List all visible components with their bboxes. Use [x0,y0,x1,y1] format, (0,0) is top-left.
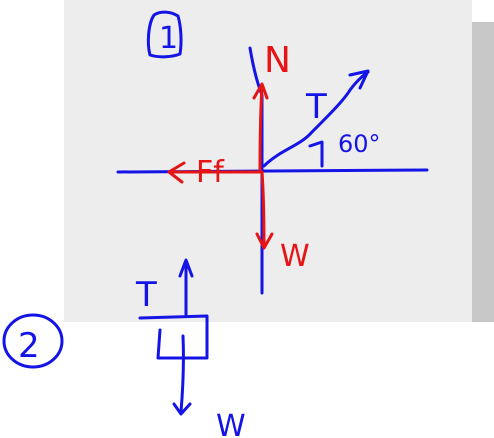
weight-arrowhead [255,232,274,250]
block [138,314,209,360]
weight-vector [260,170,266,248]
tension-vector [262,70,370,168]
friction-arrowhead [167,161,186,184]
x-axis [116,168,429,174]
block-weight-label: W [216,409,246,438]
angle-label: 60° [338,130,381,158]
block-weight-vector [179,334,185,414]
scrollbar-thumb[interactable] [472,22,494,322]
normal-force-label: N [264,40,291,81]
problem-1-circle [146,10,183,59]
block-weight-arrowhead [172,402,192,416]
block-tension-arrowhead [178,258,194,278]
tension-arrowhead [348,69,370,90]
angle-marker [308,140,324,168]
tension-label: T [305,87,327,127]
block-tension-label: T [135,275,157,315]
problem-2-circle [2,313,64,369]
problem-2-label: 2 [18,326,40,366]
friction-label: Ff [196,155,225,190]
problem-1-label: 1 [159,21,178,56]
normal-force-arrowhead [252,82,269,100]
weight-label: W [280,239,310,274]
normal-force-vector [258,84,264,174]
